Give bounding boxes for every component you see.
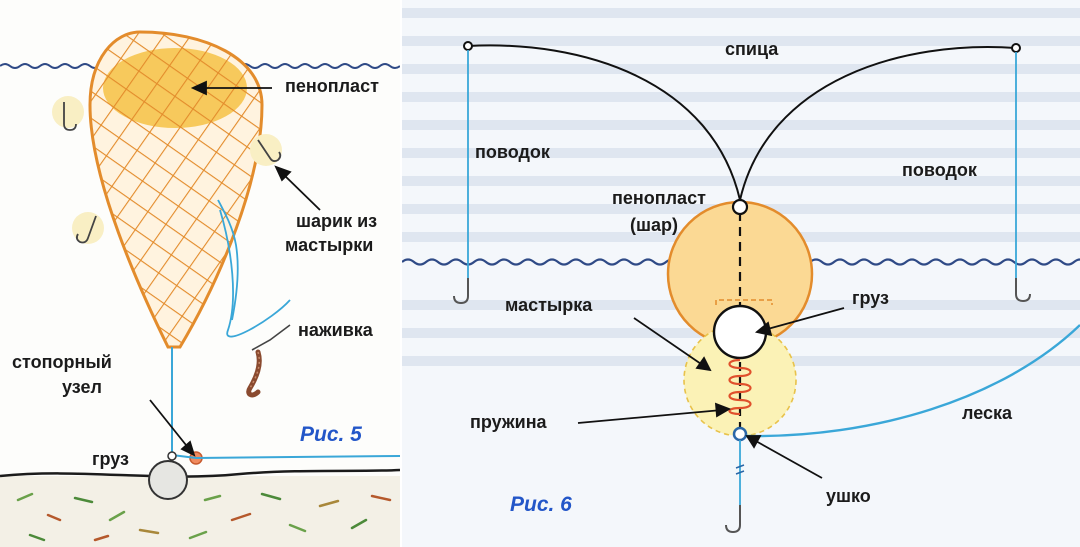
mastyrka-ball-2: [250, 134, 282, 166]
figure-5-panel: пенопласт шарик из мастырки наживка стоп…: [0, 0, 400, 547]
label-eyelet: ушко: [826, 486, 871, 506]
bait-leader: [219, 209, 291, 338]
label-mastyrka: мастырка: [505, 295, 593, 315]
sinker-weight: [148, 460, 188, 500]
label-foam-line1: пенопласт: [612, 188, 706, 208]
spoke-end-left: [463, 41, 473, 51]
figure-5-caption: Рис. 5: [300, 423, 362, 446]
label-bait: наживка: [298, 320, 373, 340]
bottom-ground: [0, 476, 400, 547]
label-leader-right: поводок: [902, 160, 977, 180]
feeder-net: [88, 30, 264, 349]
label-stop-knot-line1: стопорный: [12, 352, 112, 372]
figure-6-drawing: [402, 8, 1080, 534]
spring-coil: [728, 358, 752, 416]
label-weight: груз: [92, 449, 129, 469]
label-foam: пенопласт: [285, 76, 379, 96]
arrow-ball: [281, 172, 321, 211]
panel-divider: [400, 0, 402, 547]
label-mastyrka-ball-line2: мастырки: [285, 235, 374, 255]
bottom-debris: [16, 492, 392, 542]
arrow-spring: [577, 409, 723, 424]
spoke-top-ring: [731, 198, 749, 216]
mastyrka-ball-1: [52, 96, 84, 131]
arrow-weight: [763, 307, 845, 331]
figure-6-caption: Рис. 6: [510, 493, 572, 516]
label-stop-knot-line2: узел: [62, 377, 102, 397]
label-weight: груз: [852, 288, 889, 308]
label-spoke: спица: [725, 39, 779, 59]
label-mastyrka-ball-line1: шарик из: [296, 211, 378, 231]
spoke-end-right: [1011, 43, 1021, 53]
main-line: [171, 454, 400, 460]
leader-left-hook: [453, 278, 469, 305]
arrow-eyelet: [753, 439, 823, 479]
bottom-line: [0, 468, 400, 478]
arrow-mastyrka: [633, 317, 705, 367]
leader-right-hook: [1015, 278, 1031, 303]
figure-6-panel: спица поводок поводок пенопласт (шар) гр…: [402, 0, 1080, 547]
arrow-stop-knot: [149, 399, 191, 451]
bottom-hook: [725, 505, 741, 534]
main-line: [745, 324, 1080, 438]
eyelet-ring: [732, 426, 748, 442]
figure-5-drawing: [0, 30, 400, 547]
label-spring: пружина: [470, 412, 547, 432]
label-leader-left: поводок: [475, 142, 550, 162]
label-line: леска: [962, 403, 1013, 423]
mastyrka-ball-3: [72, 212, 104, 244]
label-foam-line2: (шар): [630, 215, 678, 235]
